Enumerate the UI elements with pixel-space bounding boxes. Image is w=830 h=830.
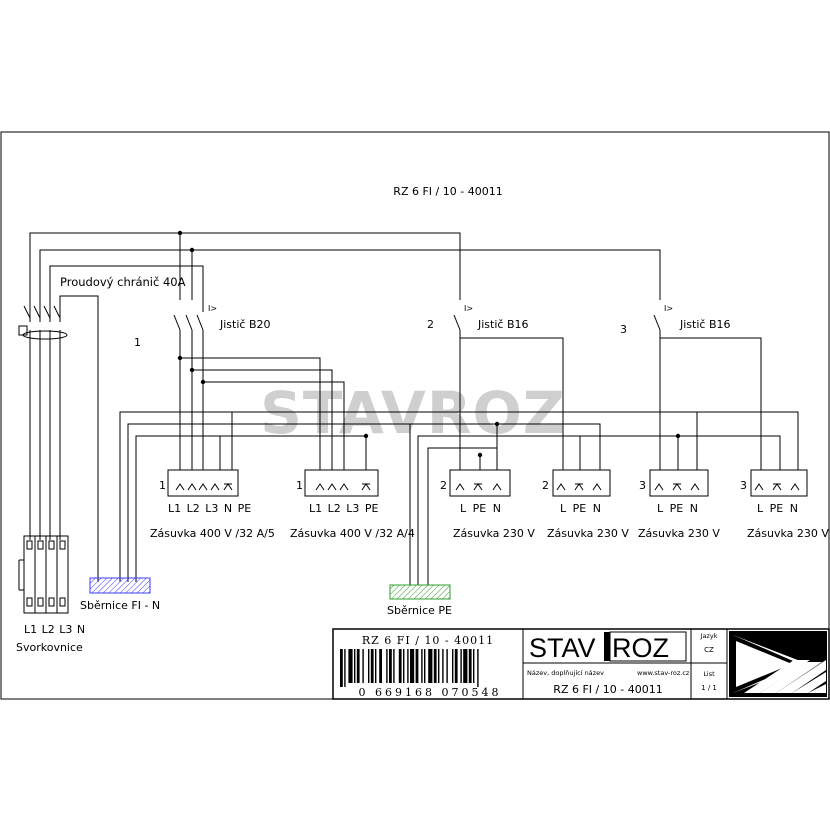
logo-stav: STAV <box>529 633 596 663</box>
barcode-bar <box>375 649 377 683</box>
barcode-bar <box>477 649 479 687</box>
breaker-2-trip-mark: I> <box>464 304 473 313</box>
socket-5: 3 L PE N Zásuvka 230 V <box>638 469 720 540</box>
barcode-bar <box>379 649 382 683</box>
socket-1-terminals: L1 L2 L3 N PE <box>168 502 251 515</box>
title-block: RZ 6 FI / 10 - 40011 0 669168 070548 STA… <box>332 628 830 700</box>
socket-4-terminals: L PE N <box>560 502 601 515</box>
barcode-bar <box>354 649 356 683</box>
socket-4-label: Zásuvka 230 V <box>547 527 629 540</box>
socket-5-label: Zásuvka 230 V <box>638 527 720 540</box>
barcode-digits: 0 669168 070548 <box>359 686 502 699</box>
barcode-bar <box>460 649 462 683</box>
barcode-bar <box>473 649 475 683</box>
barcode-bar <box>389 649 392 683</box>
barcode-bar <box>415 649 419 683</box>
breaker-1-trip-mark: I> <box>208 304 217 313</box>
barcode-bar <box>452 649 454 683</box>
rcd-label: Proudový chránič 40A <box>60 275 186 289</box>
terminal-block-label: Svorkovnice <box>16 641 83 654</box>
sheet-value: 1 / 1 <box>701 684 717 692</box>
barcode-bar <box>454 649 458 683</box>
socket-2-label: Zásuvka 400 V /32 A/4 <box>290 527 415 540</box>
breaker-3-trip-mark: I> <box>664 304 673 313</box>
barcode-bar <box>421 649 423 683</box>
barcode-bar <box>410 649 415 683</box>
barcode <box>340 649 479 687</box>
socket-5-circuit: 3 <box>639 479 646 492</box>
barcode-bar <box>398 649 402 683</box>
breaker-1-label: Jistič B20 <box>219 318 271 331</box>
barcode-bar <box>428 649 433 683</box>
socket-6-circuit: 3 <box>740 479 747 492</box>
terminal-block-terminals: L1 L2 L3 N <box>24 623 85 636</box>
junction-dots <box>177 230 681 458</box>
barcode-bar <box>438 649 440 683</box>
socket-4: 2 L PE N Zásuvka 230 V <box>542 469 629 540</box>
language-caption: Jazyk <box>700 632 718 640</box>
barcode-bar <box>446 649 448 683</box>
socket-2: 1 L1 L2 L3 PE Zásuvka 400 V /32 A/4 <box>290 469 415 540</box>
sheet-caption: List <box>703 670 715 678</box>
name-caption: Název, doplňující název <box>527 669 604 677</box>
name-value: RZ 6 FI / 10 - 40011 <box>553 683 662 696</box>
breaker-1-number: 1 <box>134 336 141 349</box>
socket-6-terminals: L PE N <box>757 502 798 515</box>
socket-2-circuit: 1 <box>296 479 303 492</box>
barcode-bar <box>386 649 388 683</box>
barcode-bar <box>368 649 370 683</box>
breaker-2-number: 2 <box>427 318 434 331</box>
barcode-bar <box>433 649 437 683</box>
barcode-bar <box>362 649 364 683</box>
barcode-bar <box>348 649 353 683</box>
barcode-bar <box>370 649 374 683</box>
wiring <box>18 232 799 585</box>
barcode-bar <box>340 649 343 687</box>
socket-3-terminals: L PE N <box>460 502 501 515</box>
busbar-n <box>89 577 151 594</box>
socket-6: 3 L PE N Zásuvka 230 V <box>740 469 829 540</box>
barcode-caption: RZ 6 FI / 10 - 40011 <box>362 634 494 647</box>
socket-5-terminals: L PE N <box>657 502 698 515</box>
language-value: CZ <box>704 646 714 654</box>
drawing-title: RZ 6 FI / 10 - 40011 <box>393 185 502 198</box>
socket-1-circuit: 1 <box>159 479 166 492</box>
barcode-bar <box>403 649 405 683</box>
terminal-block <box>18 535 69 614</box>
socket-3: 2 L PE N Zásuvka 230 V <box>440 469 535 540</box>
barcode-bar <box>356 649 360 683</box>
breaker-3-label: Jistič B16 <box>679 318 731 331</box>
socket-2-terminals: L1 L2 L3 PE <box>309 502 379 515</box>
company-emblem <box>729 631 827 697</box>
socket-3-label: Zásuvka 230 V <box>453 527 535 540</box>
socket-3-circuit: 2 <box>440 479 447 492</box>
barcode-bar <box>442 649 444 683</box>
socket-6-label: Zásuvka 230 V <box>747 527 829 540</box>
barcode-bar <box>424 649 426 683</box>
socket-4-circuit: 2 <box>542 479 549 492</box>
watermark-text: STAVROZ <box>260 379 566 447</box>
logo-roz: ROZ <box>612 633 669 663</box>
socket-1-label: Zásuvka 400 V /32 A/5 <box>150 527 275 540</box>
socket-1: 1 L1 L2 L3 N PE Zásuvka 400 V /32 A/5 <box>150 469 275 540</box>
barcode-bar <box>344 649 346 687</box>
barcode-bar <box>407 649 409 683</box>
busbar-pe-label: Sběrnice PE <box>387 604 452 617</box>
barcode-bar <box>463 649 468 683</box>
barcode-bar <box>393 649 395 683</box>
barcode-bar <box>468 649 472 683</box>
breaker-2-label: Jistič B16 <box>477 318 529 331</box>
website: www.stav-roz.cz <box>637 669 690 677</box>
breaker-3-number: 3 <box>620 323 627 336</box>
busbar-pe <box>389 584 451 600</box>
busbar-n-label: Sběrnice FI - N <box>80 599 160 612</box>
